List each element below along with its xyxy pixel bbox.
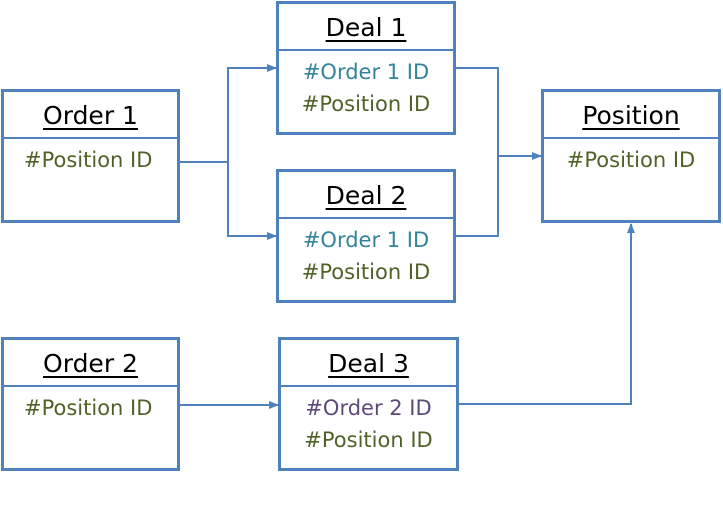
deal1-position-id-field: #Position ID: [301, 92, 431, 116]
order2-position-id-field: #Position ID: [24, 396, 153, 420]
deal3-position-id-field: #Position ID: [304, 428, 433, 452]
position-title-text: Position: [582, 101, 680, 130]
connector-deal2-position: [456, 156, 499, 237]
connector-order1-deal2: [227, 162, 277, 240]
deal1-title: Deal 1: [279, 4, 453, 51]
deal2-box: Deal 2 #Order 1 ID #Position ID: [276, 169, 456, 303]
order1-title: Order 1: [4, 92, 177, 139]
deal2-title: Deal 2: [279, 172, 453, 219]
order2-box: Order 2 #Position ID: [1, 337, 180, 471]
connector-deal1-position: [456, 67, 542, 160]
position-position-id-field: #Position ID: [566, 148, 696, 172]
position-box: Position #Position ID: [541, 89, 721, 223]
order1-title-text: Order 1: [43, 101, 138, 130]
deal3-box: Deal 3 #Order 2 ID #Position ID: [278, 337, 459, 471]
deal3-title-text: Deal 3: [328, 349, 409, 378]
deal1-order-id-field: #Order 1 ID: [302, 60, 430, 84]
position-title: Position: [544, 92, 718, 139]
order2-title-text: Order 2: [43, 349, 138, 378]
order2-title: Order 2: [4, 340, 177, 387]
deal1-box: Deal 1 #Order 1 ID #Position ID: [276, 1, 456, 135]
connector-order1-deal1: [178, 64, 277, 163]
deal3-title: Deal 3: [281, 340, 456, 387]
deal2-order-id-field: #Order 1 ID: [302, 228, 430, 252]
deal3-order-id-field: #Order 2 ID: [305, 396, 432, 420]
order1-position-id-field: #Position ID: [24, 148, 153, 172]
connector-deal3-position: [459, 223, 635, 405]
order1-box: Order 1 #Position ID: [1, 89, 180, 223]
deal2-title-text: Deal 2: [325, 181, 407, 210]
deal2-position-id-field: #Position ID: [301, 260, 431, 284]
deal1-title-text: Deal 1: [325, 13, 407, 42]
